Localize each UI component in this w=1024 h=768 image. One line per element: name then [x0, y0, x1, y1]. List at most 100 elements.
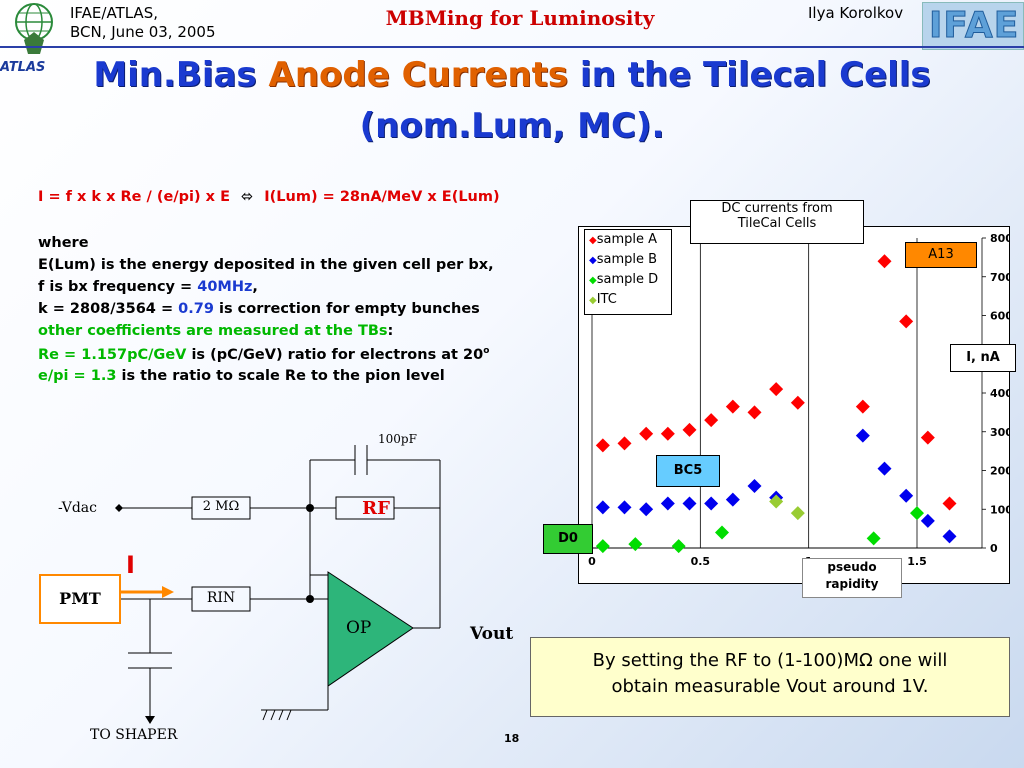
ifae-logo: IFAE: [922, 2, 1024, 50]
chart-svg: 00.511.50100200300400500600700800: [588, 232, 1010, 568]
bc5-callout: BC5: [656, 455, 720, 487]
data-point-sample-a-14: [942, 496, 957, 511]
k-text: k = 2808/3564 =: [38, 301, 179, 317]
a13-callout: A13: [905, 242, 977, 268]
chart-legend: ◆sample A ◆sample B ◆sample D ◆ITC: [584, 229, 672, 315]
epi-value: e/pi = 1.3: [38, 368, 117, 384]
slide-heading: MBMing for Luminosity: [385, 6, 655, 30]
header-divider: [0, 46, 1024, 48]
note-line1: By setting the RF to (1-100)MΩ one will: [592, 650, 948, 671]
data-point-itc-1: [790, 506, 805, 521]
data-point-sample-a-3: [660, 426, 675, 441]
slide-title-line1: Min.Bias Anode Currents in the Tilecal C…: [0, 55, 1024, 95]
re-value: Re = 1.157pC/GeV: [38, 346, 187, 363]
callout-dc-line2: TileCal Cells: [737, 216, 817, 231]
callout-dc-line1: DC currents from: [721, 201, 833, 216]
chart-title-callout: DC currents from TileCal Cells: [690, 200, 864, 244]
rapidity-label: rapidity: [825, 577, 879, 591]
coefficients-colon: :: [387, 323, 394, 339]
y-tick-label-3: 300: [990, 426, 1010, 439]
y-tick-label-8: 800: [990, 232, 1010, 245]
note-line2: obtain measurable Vout around 1V.: [611, 676, 929, 697]
text-re-line: Re = 1.157pC/GeV is (pC/GeV) ratio for e…: [38, 346, 489, 363]
re-desc: is (pC/GeV) ratio for electrons at 20: [186, 346, 484, 363]
data-point-sample-a-5: [704, 413, 719, 428]
data-point-sample-b-5: [704, 496, 719, 511]
legend-label-d: sample D: [596, 272, 659, 287]
data-point-itc-0: [769, 494, 784, 509]
k-desc: is correction for empty bunches: [213, 301, 480, 317]
capacitor-label: 100pF: [378, 432, 417, 446]
text-k-line: k = 2808/3564 = 0.79 is correction for e…: [38, 301, 480, 317]
legend-marker-itc: ◆: [589, 295, 597, 306]
data-point-sample-a-11: [877, 254, 892, 269]
data-point-sample-b-6: [725, 492, 740, 507]
data-point-sample-a-13: [920, 430, 935, 445]
degree-sup: o: [483, 346, 490, 356]
rf-label: RF: [362, 498, 390, 519]
coefficients-text: other coefficients are measured at the T…: [38, 323, 388, 339]
y-axis-unit-callout: I, nA: [950, 344, 1016, 372]
data-point-sample-a-9: [790, 395, 805, 410]
legend-label-b: sample B: [596, 252, 658, 267]
data-point-sample-a-0: [595, 438, 610, 453]
x-tick-label-1: 0.5: [691, 555, 711, 568]
title-part3: in the Tilecal Cells: [568, 55, 931, 95]
data-point-sample-d-2: [671, 539, 686, 554]
text-energy-line: E(Lum) is the energy deposited in the gi…: [38, 257, 494, 273]
data-point-sample-b-7: [747, 479, 762, 493]
freq-text: f is bx frequency =: [38, 279, 198, 295]
epi-desc: is the ratio to scale Re to the pion lev…: [116, 368, 445, 384]
author-name: Ilya Korolkov: [808, 4, 904, 22]
data-point-sample-a-2: [639, 426, 654, 441]
org-line-2: BCN, June 03, 2005: [70, 23, 216, 41]
data-point-sample-b-12: [920, 513, 935, 528]
data-point-sample-a-6: [725, 399, 740, 414]
pseudo-label: pseudo: [827, 560, 877, 574]
data-point-sample-a-4: [682, 422, 697, 437]
data-point-sample-d-4: [866, 531, 881, 546]
y-tick-label-1: 100: [990, 503, 1010, 516]
double-arrow-icon: ⬄: [241, 189, 254, 205]
legend-item-sample-b: ◆sample B: [589, 252, 657, 267]
data-point-sample-d-0: [595, 539, 610, 554]
data-point-sample-b-13: [942, 529, 957, 544]
data-point-sample-a-1: [617, 436, 632, 451]
data-point-sample-d-1: [628, 537, 643, 552]
data-point-sample-d-3: [715, 525, 729, 540]
title-part1: Min.Bias: [93, 55, 269, 95]
organization-info: IFAE/ATLAS, BCN, June 03, 2005: [70, 4, 216, 42]
to-shaper-label: TO SHAPER: [90, 727, 178, 743]
y-tick-label-7: 700: [990, 271, 1010, 284]
ifae-logo-text: IFAE: [928, 5, 1020, 47]
y-tick-label-2: 200: [990, 465, 1010, 478]
legend-item-sample-d: ◆sample D: [589, 272, 658, 287]
current-label: I: [126, 551, 135, 579]
note-text: By setting the RF to (1-100)MΩ one will …: [531, 648, 1009, 700]
legend-item-sample-a: ◆sample A: [589, 232, 657, 247]
data-point-sample-b-11: [899, 488, 914, 503]
circuit-diagram: [39, 445, 441, 724]
note-box: By setting the RF to (1-100)MΩ one will …: [530, 637, 1010, 717]
op-amp-label: OP: [346, 618, 372, 638]
freq-value: 40MHz: [197, 279, 253, 295]
data-point-sample-d-5: [910, 506, 924, 521]
legend-marker-a: ◆: [589, 235, 597, 246]
y-tick-label-4: 400: [990, 387, 1010, 400]
text-epi-line: e/pi = 1.3 is the ratio to scale Re to t…: [38, 368, 445, 384]
slide-title-line2: (nom.Lum, MC).: [359, 106, 665, 146]
formula-line: I = f x k x Re / (e/pi) x E ⬄ I(Lum) = 2…: [38, 189, 500, 205]
data-point-sample-b-4: [682, 496, 697, 511]
y-tick-label-6: 600: [990, 310, 1010, 323]
data-point-sample-b-9: [855, 428, 870, 443]
x-tick-label-0: 0: [588, 555, 596, 568]
data-point-sample-b-0: [595, 500, 610, 515]
data-point-sample-a-7: [747, 405, 762, 420]
k-value: 0.79: [178, 301, 214, 317]
data-point-sample-a-12: [899, 314, 914, 329]
org-line-1: IFAE/ATLAS,: [70, 4, 158, 22]
vout-label: Vout: [470, 624, 514, 644]
atlas-globe-logo: [15, 3, 53, 54]
vdac-label: -Vdac: [58, 500, 97, 516]
data-point-sample-b-2: [639, 502, 654, 517]
